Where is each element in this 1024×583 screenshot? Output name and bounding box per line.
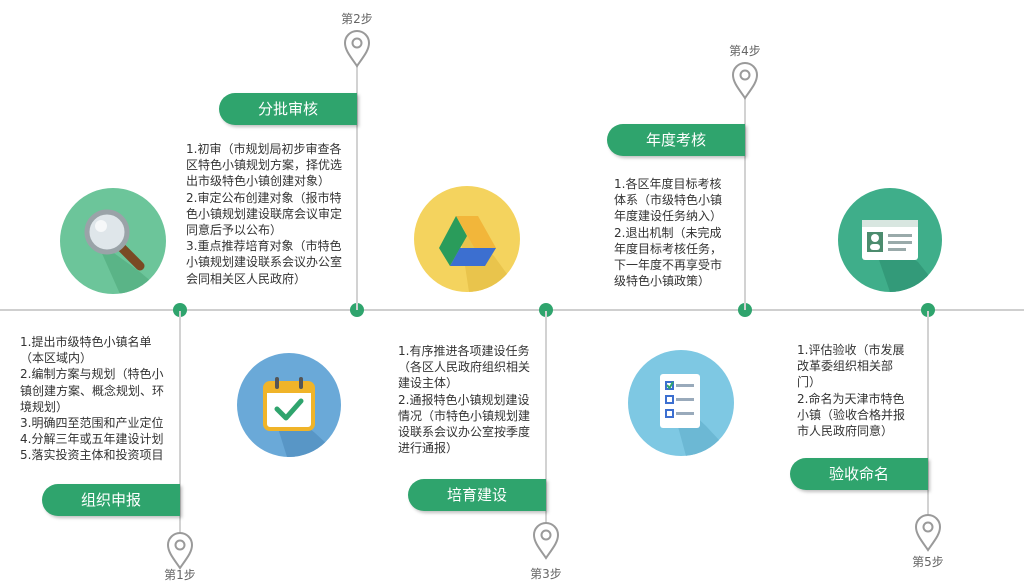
step-label-5: 第5步	[912, 555, 944, 569]
desc-line: 进行通报）	[398, 441, 459, 456]
location-pin-icon-3	[532, 522, 560, 560]
desc-line: 级特色小镇政策）	[614, 274, 711, 289]
timeline-dot-2	[350, 303, 364, 317]
desc-line: 1.有序推进各项建设任务	[398, 344, 530, 358]
magnifier-icon	[60, 188, 166, 294]
step-desc-3: 1.有序推进各项建设任务 （各区人民政府组织相关 建设主体） 2.通报特色小镇规…	[398, 343, 530, 456]
id-card-icon	[838, 188, 942, 292]
desc-line: 出市级特色小镇创建对象）	[186, 174, 331, 189]
timeline-dot-3	[539, 303, 553, 317]
step-title-4: 年度考核	[607, 124, 745, 156]
desc-line: 2.通报特色小镇规划建设	[398, 392, 530, 407]
step-label-3: 第3步	[530, 567, 562, 581]
desc-line: 1.各区年度目标考核	[614, 177, 722, 191]
timeline-axis	[0, 309, 1024, 311]
desc-line: 建设主体）	[398, 376, 459, 391]
desc-line: （各区人民政府组织相关	[398, 360, 531, 375]
desc-line: 2.编制方案与规划（特色小	[20, 367, 164, 382]
desc-line: 1.初审（市规划局初步审查各	[186, 142, 342, 156]
desc-line: 境规划）	[20, 399, 69, 414]
location-pin-icon-2	[343, 30, 371, 68]
desc-line: 3.重点推荐培育对象（市特色	[186, 239, 342, 254]
desc-line: （本区域内）	[20, 351, 93, 366]
stem-4	[744, 98, 746, 310]
desc-line: 情况（市特色小镇规划建	[398, 408, 531, 423]
step-title-1: 组织申报	[42, 484, 180, 516]
stem-3	[545, 311, 547, 525]
desc-line: 2.退出机制（未完成	[614, 225, 722, 240]
step-desc-2: 1.初审（市规划局初步审查各 区特色小镇规划方案，择优选 出市级特色小镇创建对象…	[186, 141, 342, 287]
desc-line: 年度目标考核任务，	[614, 241, 723, 256]
desc-line: 体系（市级特色小镇	[614, 193, 723, 208]
timeline-dot-1	[173, 303, 187, 317]
desc-line: 2.命名为天津市特色	[797, 391, 905, 406]
stem-5	[927, 311, 929, 516]
drive-triangle-icon	[414, 186, 520, 292]
step-label-2: 第2步	[341, 12, 373, 26]
step-title-2: 分批审核	[219, 93, 357, 125]
desc-line: 2.审定公布创建对象（报市特	[186, 190, 342, 205]
checklist-icon	[628, 350, 734, 456]
desc-line: 1.提出市级特色小镇名单	[20, 335, 152, 349]
desc-line: 同意后予以公布）	[186, 223, 283, 238]
location-pin-icon-5	[914, 514, 942, 552]
desc-line: 会同相关区人民政府）	[186, 271, 307, 286]
desc-line: 5.落实投资主体和投资项目	[20, 448, 164, 463]
desc-line: 1.评估验收（市发展	[797, 343, 905, 357]
location-pin-icon-1	[166, 532, 194, 570]
calendar-check-icon	[237, 353, 341, 457]
stem-2	[356, 66, 358, 310]
desc-line: 设联系会议办公室按季度	[398, 425, 531, 440]
step-title-3: 培育建设	[408, 479, 546, 511]
stem-1	[179, 311, 181, 533]
desc-line: 门）	[797, 375, 822, 390]
step-desc-5: 1.评估验收（市发展 改革委组织相关部 门） 2.命名为天津市特色 小镇（验收合…	[797, 342, 905, 439]
step-desc-4: 1.各区年度目标考核 体系（市级特色小镇 年度建设任务纳入） 2.退出机制（未完…	[614, 176, 722, 289]
desc-line: 4.分解三年或五年建设计划	[20, 432, 164, 447]
desc-line: 小镇规划建设联系会议办公室	[186, 255, 343, 270]
timeline-dot-4	[738, 303, 752, 317]
desc-line: 市人民政府同意）	[797, 424, 894, 439]
step-desc-1: 1.提出市级特色小镇名单 （本区域内） 2.编制方案与规划（特色小 镇创建方案、…	[20, 334, 164, 464]
desc-line: 色小镇规划建设联席会议审定	[186, 206, 343, 221]
desc-line: 小镇（验收合格并报	[797, 407, 906, 422]
desc-line: 改革委组织相关部	[797, 359, 894, 374]
timeline-dot-5	[921, 303, 935, 317]
desc-line: 区特色小镇规划方案，择优选	[186, 158, 343, 173]
location-pin-icon-4	[731, 62, 759, 100]
desc-line: 镇创建方案、概念规划、环	[20, 383, 165, 398]
desc-line: 3.明确四至范围和产业定位	[20, 416, 164, 431]
desc-line: 年度建设任务纳入）	[614, 209, 723, 224]
step-title-5: 验收命名	[790, 458, 928, 490]
step-label-1: 第1步	[164, 568, 196, 582]
desc-line: 下一年度不再享受市	[614, 258, 723, 273]
step-label-4: 第4步	[729, 44, 761, 58]
